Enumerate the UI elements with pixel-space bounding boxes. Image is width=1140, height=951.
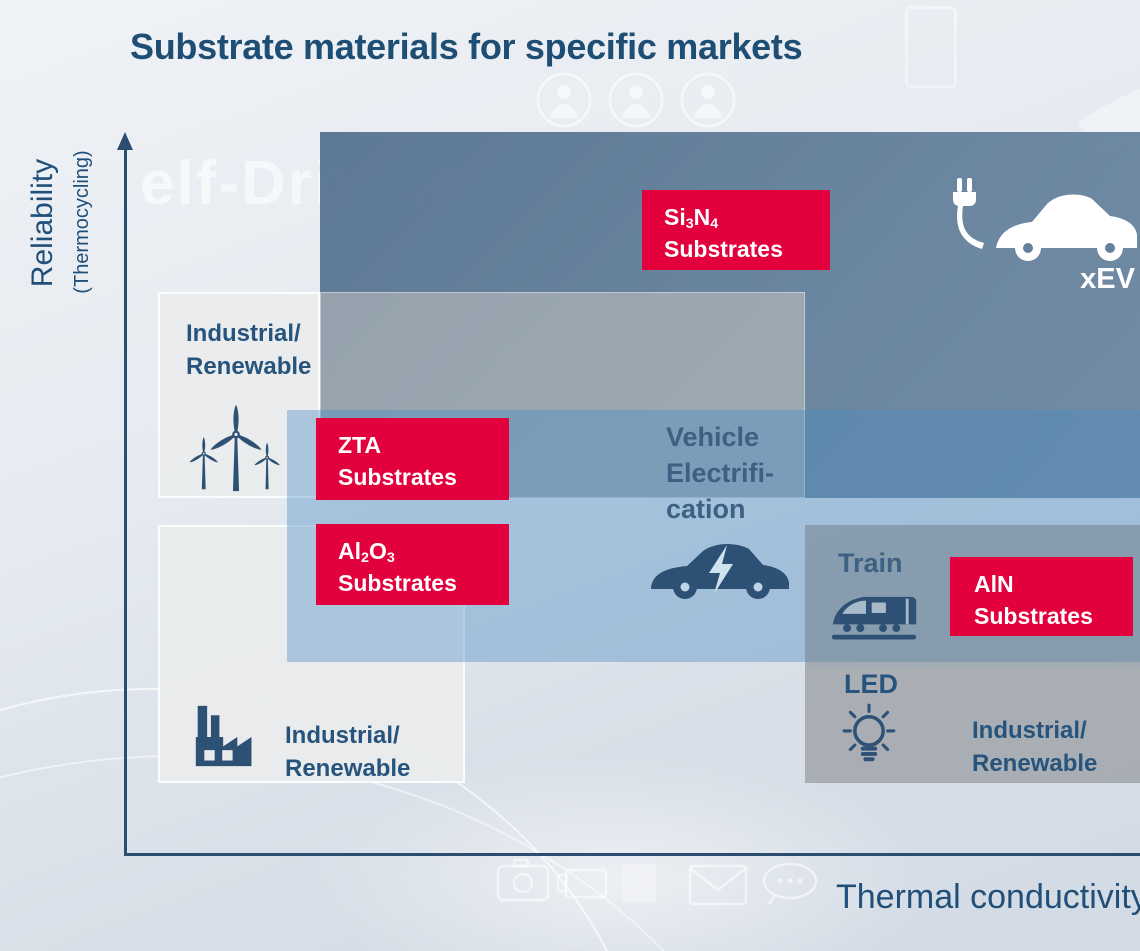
wind-turbines-icon xyxy=(188,404,281,492)
label-industrial-bottom: Industrial/ Renewable xyxy=(285,722,411,782)
x-axis xyxy=(124,853,1140,856)
y-axis-sublabel: (Thermocycling) xyxy=(71,150,93,294)
xev-car-plug-icon xyxy=(953,178,1137,261)
tablet-ghost-icon xyxy=(905,6,957,88)
substrate-word: Substrates xyxy=(338,464,457,490)
electric-car-icon xyxy=(651,543,789,599)
camera-icon xyxy=(496,864,550,902)
y-axis xyxy=(124,148,127,855)
substrate-formula: AlN xyxy=(974,571,1014,597)
substrate-word: Substrates xyxy=(664,236,783,262)
region-industrial-renewable-top xyxy=(158,292,320,498)
background-glow xyxy=(300,750,940,951)
substrate-word: Substrates xyxy=(338,570,457,596)
substrate-formula: Si3N4 xyxy=(664,204,719,233)
factory-icon xyxy=(195,705,252,767)
label-led: LED xyxy=(844,669,898,699)
label-xev: xEV xyxy=(1080,263,1135,295)
substrate-formula: Al2O3 xyxy=(338,538,395,567)
substrate-box-al2o3: Al2O3 Substrates xyxy=(316,524,509,605)
substrate-box-si3n4: Si3N4 Substrates xyxy=(642,190,830,270)
y-axis-arrow-icon xyxy=(117,132,133,150)
page-title: Substrate materials for specific markets xyxy=(130,26,803,67)
substrate-formula: ZTA xyxy=(338,432,382,458)
label-train: Train xyxy=(838,548,903,578)
lightning-bolt-icon xyxy=(709,545,733,594)
substrate-box-zta: ZTA Substrates xyxy=(316,418,509,500)
y-axis-label: Reliability xyxy=(26,158,59,288)
substrate-box-aln: AlN Substrates xyxy=(950,557,1133,636)
train-icon xyxy=(831,596,917,640)
blur-ghost xyxy=(622,864,656,902)
x-axis-label: Thermal conductivity xyxy=(836,878,1140,916)
region-led xyxy=(805,667,1140,783)
label-industrial-top: Industrial/ Renewable xyxy=(186,320,312,380)
mail-icon xyxy=(688,864,748,906)
media-ghost-icons xyxy=(496,858,818,906)
people-ghost-icons xyxy=(536,72,736,128)
label-vehicle-electrification: Vehicle Electrifi- cation xyxy=(666,422,775,524)
charging-cable xyxy=(957,206,984,249)
video-icon xyxy=(564,868,608,899)
label-industrial-right: Industrial/ Renewable xyxy=(972,717,1098,777)
chat-icon xyxy=(762,862,818,900)
led-bulb-icon xyxy=(842,703,896,762)
substrate-word: Substrates xyxy=(974,603,1093,629)
